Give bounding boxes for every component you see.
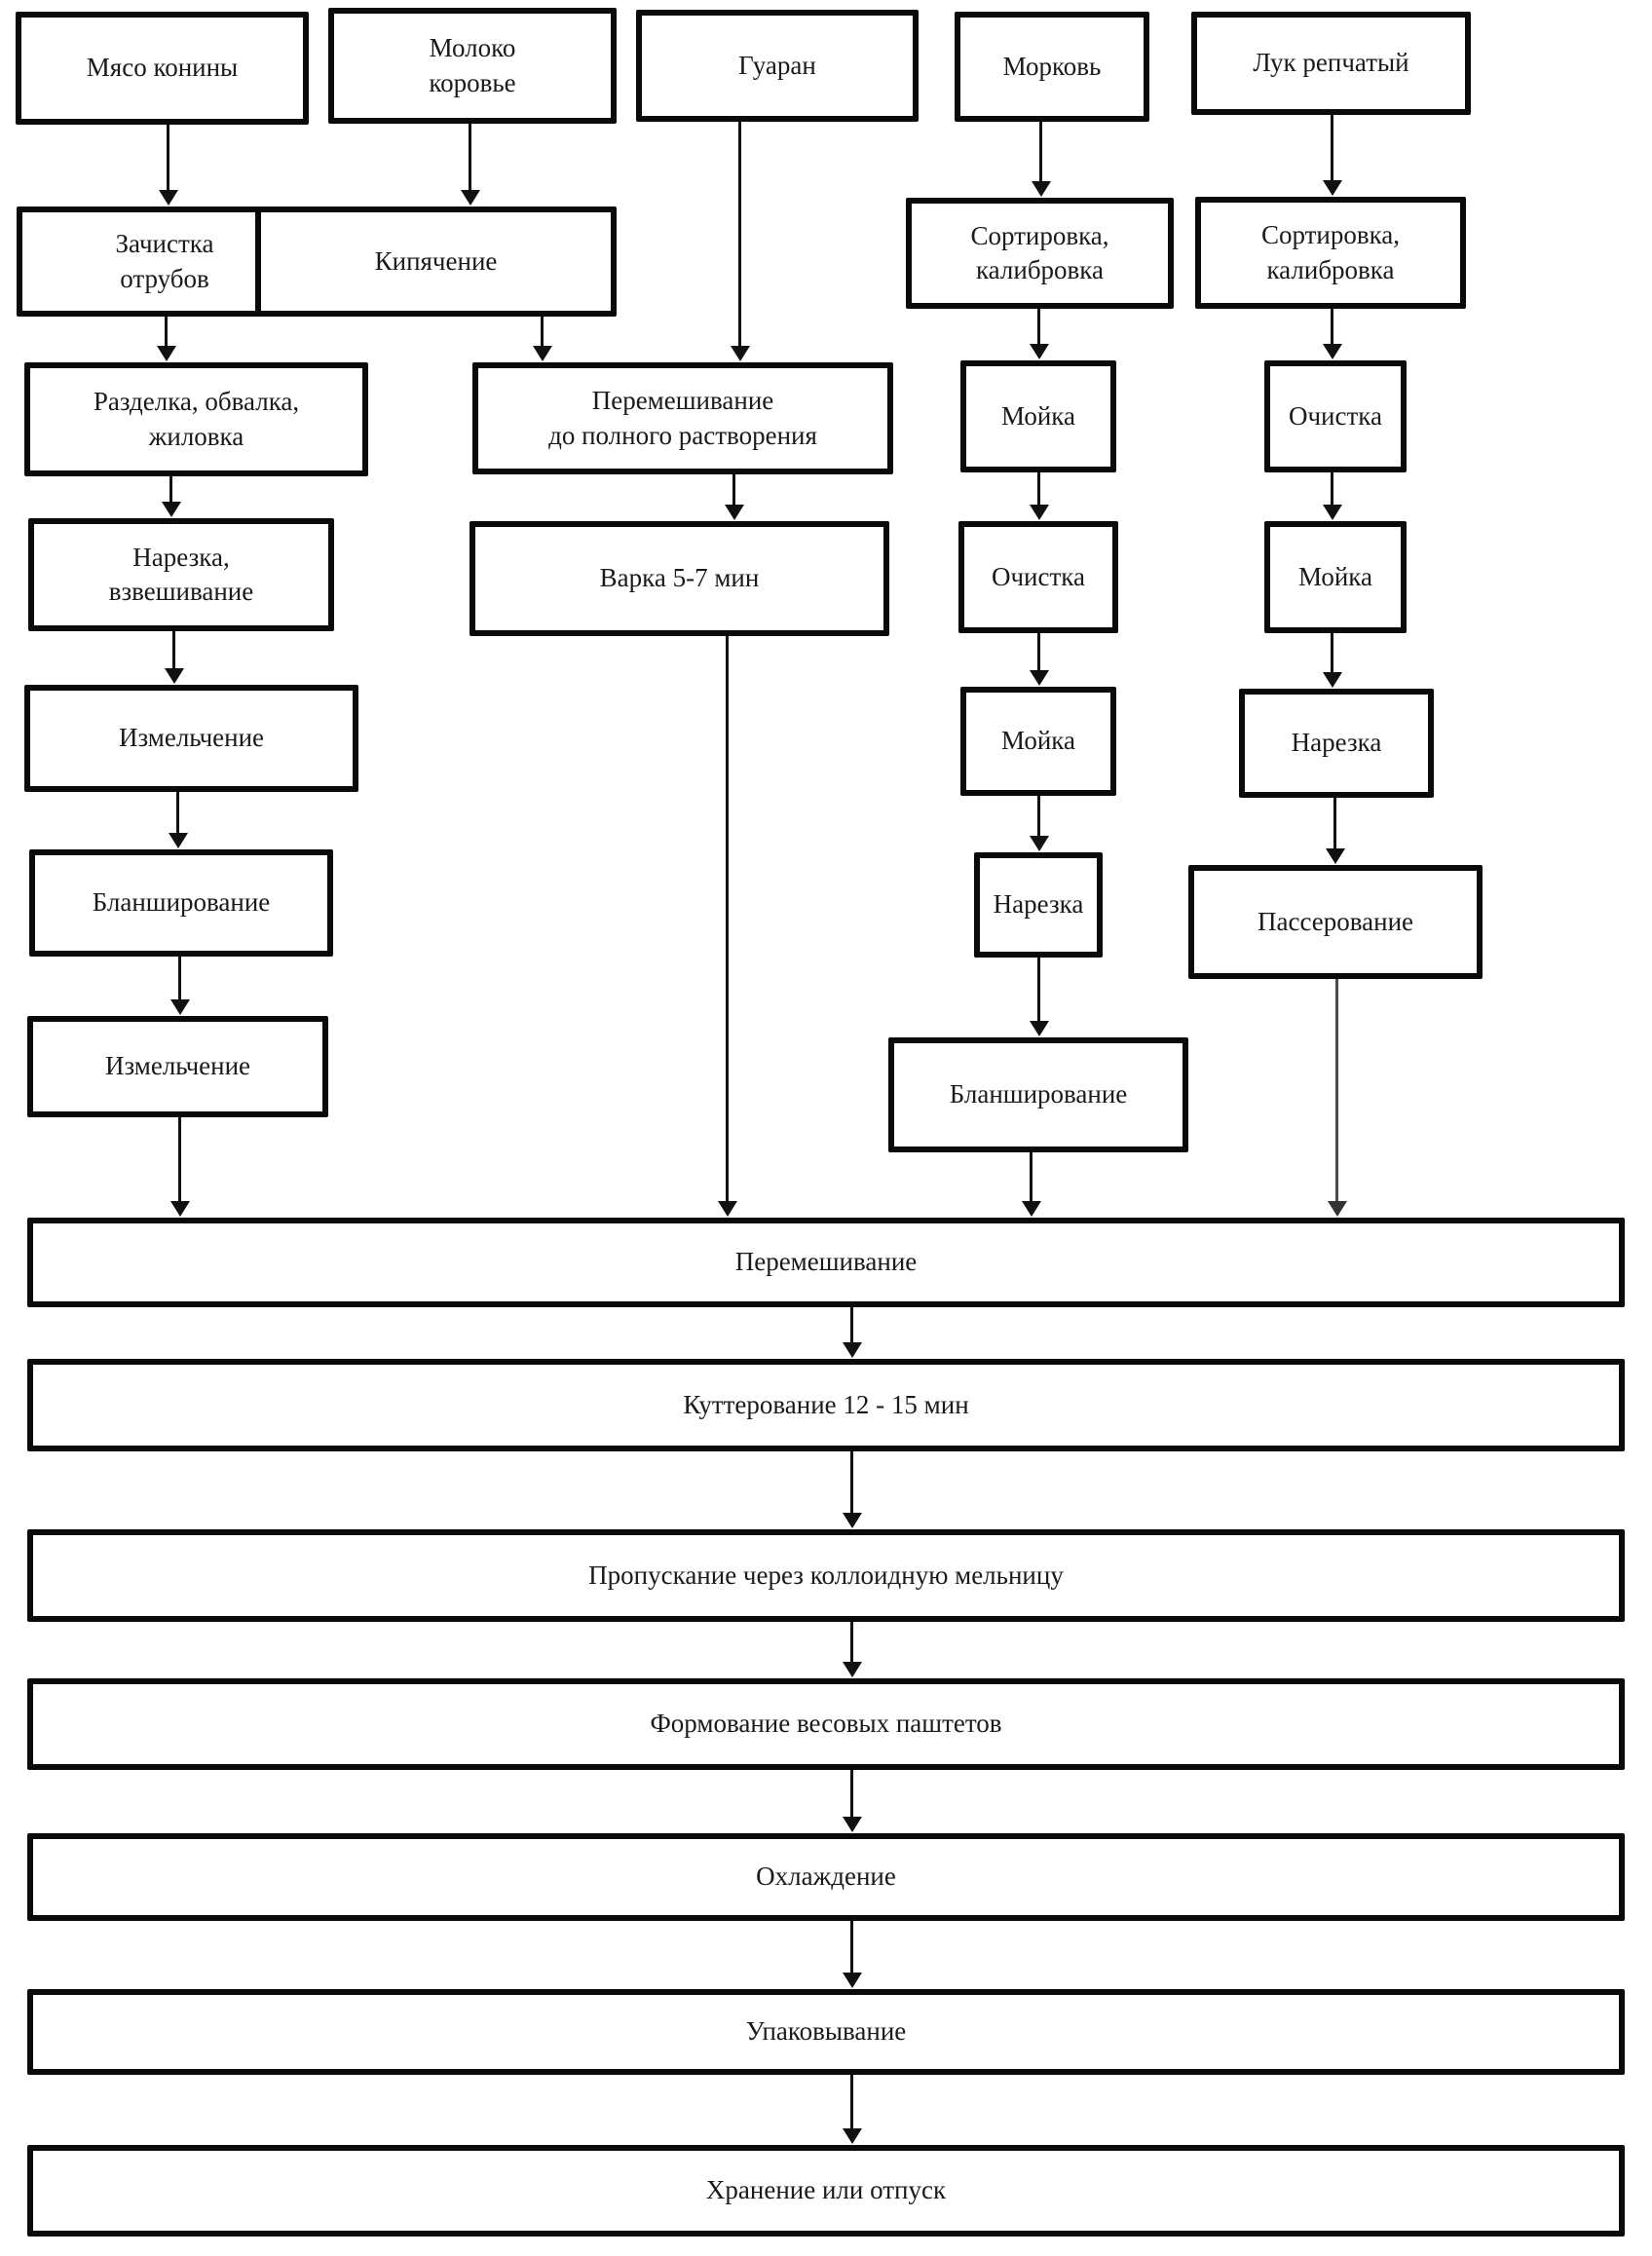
- node-cooking-5-7-min: Варка 5-7 мин: [469, 521, 889, 636]
- node-carrot-source: Морковь: [955, 12, 1149, 122]
- node-mixing: Перемешивание: [27, 1218, 1625, 1307]
- node-storage-or-dispatch: Хранение или отпуск: [27, 2145, 1625, 2237]
- flow-arrow: [167, 125, 169, 191]
- node-guaran-source: Гуаран: [636, 10, 919, 122]
- flow-arrow: [541, 317, 544, 347]
- node-carrot-sorting-calibration: Сортировка, калибровка: [906, 198, 1174, 309]
- node-cutting-deboning-trimming: Разделка, обвалка, жиловка: [24, 362, 368, 476]
- node-stirring-dissolution: Перемешивание до полного растворения: [472, 362, 893, 474]
- node-grinding-1: Измельчение: [24, 685, 358, 792]
- node-slicing-weighing: Нарезка, взвешивание: [28, 518, 334, 631]
- flow-arrow: [732, 474, 735, 506]
- flow-arrow: [1331, 633, 1333, 673]
- flow-arrow: [850, 1770, 853, 1818]
- flow-arrow: [1331, 472, 1333, 506]
- node-cooling: Охлаждение: [27, 1833, 1625, 1921]
- node-carrot-slicing: Нарезка: [974, 852, 1103, 958]
- flow-arrow: [469, 124, 471, 191]
- flow-arrow: [1030, 1152, 1032, 1202]
- node-carrot-washing-2: Мойка: [960, 687, 1116, 796]
- node-milk-source: Молоко коровье: [328, 8, 617, 124]
- node-forming-weighed-pates: Формование весовых паштетов: [27, 1678, 1625, 1770]
- node-onion-source: Лук репчатый: [1191, 12, 1471, 115]
- flow-arrow: [850, 1451, 853, 1514]
- flow-arrow: [850, 2075, 853, 2129]
- flow-arrow: [1037, 309, 1040, 345]
- flow-arrow: [176, 792, 179, 834]
- flow-arrow: [1037, 472, 1040, 506]
- flow-arrow: [1039, 122, 1042, 182]
- flow-arrow: [726, 636, 729, 1202]
- flow-arrow: [1037, 958, 1040, 1022]
- flow-arrow: [1331, 309, 1333, 345]
- node-colloid-mill-pass: Пропускание через коллоидную мельницу: [27, 1529, 1625, 1622]
- node-boiling: Кипячение: [255, 207, 617, 317]
- node-blanching-meat: Бланширование: [29, 849, 333, 957]
- flow-arrow: [850, 1921, 853, 1974]
- node-meat-source: Мясо конины: [16, 12, 309, 125]
- flow-arrow: [850, 1307, 853, 1343]
- node-onion-sorting-calibration: Сортировка, калибровка: [1195, 197, 1466, 309]
- node-grinding-2: Измельчение: [27, 1016, 328, 1117]
- flow-arrow: [178, 957, 181, 1000]
- flow-arrow: [172, 631, 175, 669]
- node-onion-slicing: Нарезка: [1239, 689, 1434, 798]
- flow-arrow: [850, 1622, 853, 1663]
- node-carrot-washing-1: Мойка: [960, 360, 1116, 472]
- flow-arrow: [178, 1117, 181, 1202]
- flow-arrow: [169, 476, 172, 503]
- flow-arrow: [165, 317, 168, 347]
- node-onion-peeling: Очистка: [1264, 360, 1407, 472]
- node-onion-sauteing: Пассерование: [1188, 865, 1483, 979]
- flow-arrow: [738, 122, 741, 347]
- flow-arrow: [1037, 796, 1040, 837]
- flow-arrow: [1037, 633, 1040, 671]
- flow-arrow: [1335, 979, 1338, 1202]
- node-carrot-blanching: Бланширование: [888, 1037, 1188, 1152]
- node-onion-washing: Мойка: [1264, 521, 1407, 633]
- node-packaging: Упаковывание: [27, 1989, 1625, 2075]
- flow-arrow: [1331, 115, 1333, 181]
- flow-arrow: [1333, 798, 1336, 849]
- node-cuttering-12-15-min: Куттерование 12 - 15 мин: [27, 1359, 1625, 1451]
- node-carrot-peeling: Очистка: [958, 521, 1118, 633]
